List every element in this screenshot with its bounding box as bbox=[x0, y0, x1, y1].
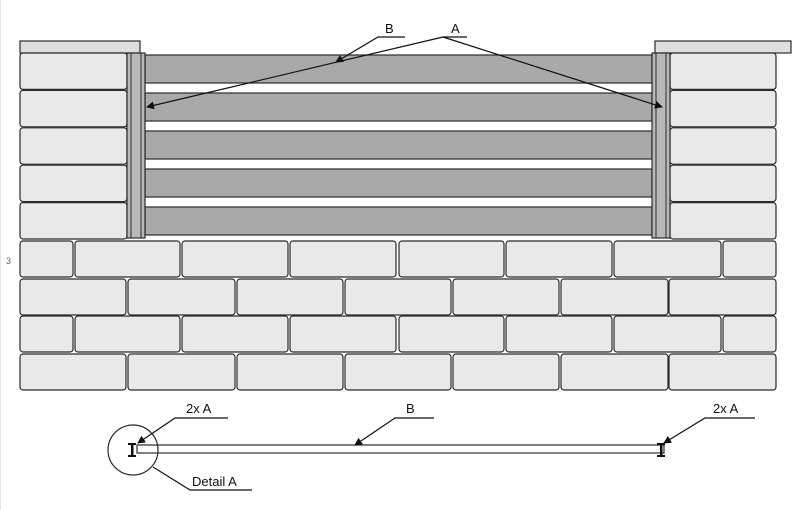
elevation-leaders bbox=[146, 36, 663, 110]
fence-elevation: B A bbox=[19, 21, 792, 391]
label-detail-a: Detail A bbox=[192, 474, 237, 489]
wall-block bbox=[452, 278, 560, 316]
detail-a-circle bbox=[107, 424, 159, 476]
wall-block bbox=[181, 240, 289, 278]
wall-block bbox=[236, 353, 344, 391]
fence-panels bbox=[144, 54, 653, 236]
base-wall bbox=[19, 240, 777, 391]
fence-panel-slat bbox=[144, 130, 653, 160]
wall-block bbox=[505, 240, 613, 278]
leader-a-right bbox=[442, 36, 663, 109]
pier-block bbox=[19, 127, 128, 165]
fence-panel-slat bbox=[144, 206, 653, 236]
margin-page-number: 3 bbox=[6, 256, 11, 266]
pier-block bbox=[669, 127, 777, 165]
wall-block bbox=[127, 353, 236, 391]
left-pier-cap bbox=[19, 40, 141, 54]
pier-block bbox=[19, 164, 128, 203]
h-profile-left bbox=[128, 443, 136, 457]
wall-block bbox=[560, 353, 669, 391]
wall-block bbox=[289, 240, 397, 278]
right-pier-cap bbox=[654, 40, 792, 54]
plan-panel bbox=[136, 444, 665, 454]
wall-block bbox=[344, 278, 452, 316]
wall-block bbox=[19, 315, 74, 353]
leader-b bbox=[335, 36, 405, 63]
label-b-plan: B bbox=[406, 401, 415, 416]
wall-block bbox=[236, 278, 344, 316]
label-2xa-right: 2x A bbox=[713, 401, 739, 416]
wall-block bbox=[127, 278, 236, 316]
wall-block bbox=[344, 353, 452, 391]
wall-block bbox=[289, 315, 397, 353]
fence-panel-slat bbox=[144, 168, 653, 198]
wall-block bbox=[74, 315, 181, 353]
right-pier bbox=[669, 52, 777, 240]
left-pier bbox=[19, 52, 128, 240]
wall-block bbox=[613, 315, 722, 353]
label-a: A bbox=[451, 21, 460, 36]
leader-2xa-left bbox=[137, 417, 228, 444]
right-post bbox=[651, 52, 671, 239]
fence-panel-slat bbox=[144, 92, 653, 122]
wall-block bbox=[668, 353, 777, 391]
wall-block bbox=[452, 353, 560, 391]
pier-block bbox=[669, 202, 777, 240]
leader-detail-a bbox=[152, 466, 252, 491]
label-b: B bbox=[385, 21, 394, 36]
label-2xa-left: 2x A bbox=[186, 401, 212, 416]
leader-b-plan bbox=[354, 417, 434, 446]
wall-block bbox=[398, 315, 505, 353]
wall-block bbox=[19, 353, 127, 391]
wall-block bbox=[19, 278, 127, 316]
leader-2xa-right bbox=[663, 417, 755, 444]
wall-block bbox=[722, 240, 777, 278]
wall-block bbox=[668, 278, 777, 316]
wall-block bbox=[505, 315, 613, 353]
pier-block bbox=[19, 202, 128, 240]
pier-block bbox=[19, 52, 128, 91]
wall-block bbox=[722, 315, 777, 353]
wall-block bbox=[398, 240, 505, 278]
wall-block bbox=[74, 240, 181, 278]
pier-block bbox=[669, 164, 777, 203]
left-post bbox=[126, 52, 146, 239]
wall-block bbox=[560, 278, 669, 316]
fence-panel-slat bbox=[144, 54, 653, 84]
pier-block bbox=[19, 89, 128, 128]
h-profile-right bbox=[657, 443, 665, 457]
pier-block bbox=[669, 52, 777, 91]
plan-view: 2x A B 2x A Detail A bbox=[107, 401, 755, 491]
wall-block bbox=[181, 315, 289, 353]
wall-block bbox=[613, 240, 722, 278]
pier-block bbox=[669, 89, 777, 128]
wall-block bbox=[19, 240, 74, 278]
